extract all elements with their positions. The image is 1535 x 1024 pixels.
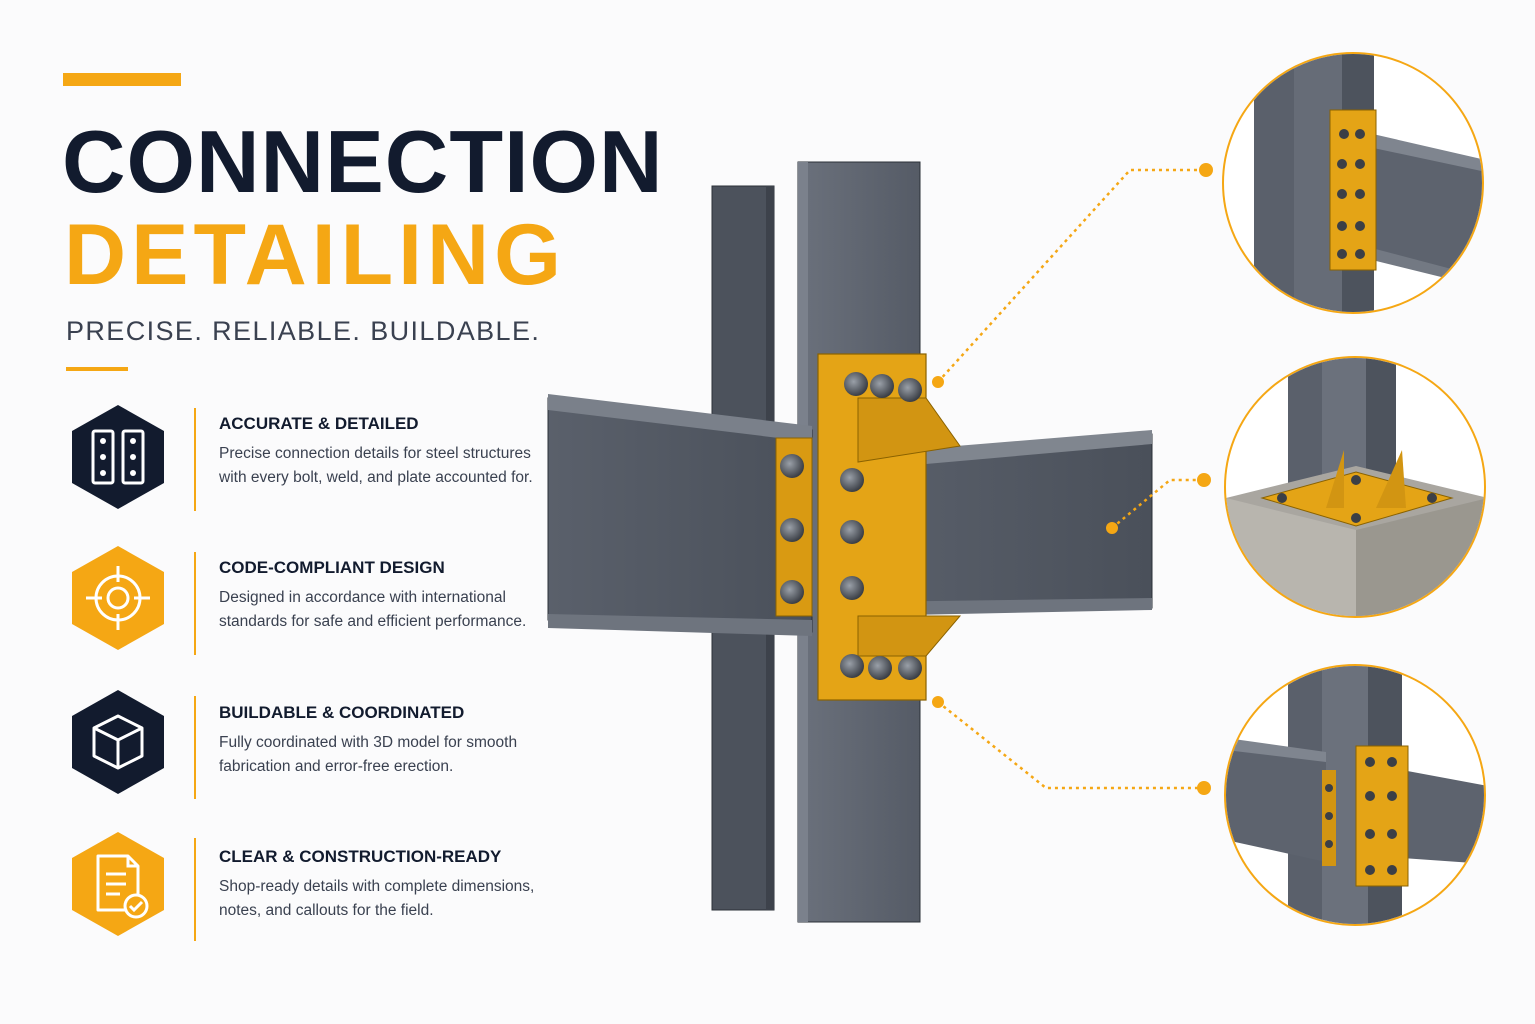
- detail-moment-connection: [1224, 664, 1486, 926]
- title-accent-bar: [63, 73, 181, 86]
- feature-description: Designed in accordance with internationa…: [219, 589, 527, 630]
- page-title-line-1: CONNECTION: [62, 112, 664, 211]
- bolted-plates-icon: [72, 405, 164, 509]
- detail-base-plate: [1224, 356, 1486, 618]
- feature-accurate-detailed: ACCURATE & DETAILED Precise connection d…: [0, 400, 560, 520]
- feature-description: Fully coordinated with 3D model for smoo…: [219, 734, 518, 775]
- feature-divider: [194, 408, 196, 511]
- feature-divider: [194, 696, 196, 799]
- tagline-accent-bar: [66, 367, 128, 371]
- feature-divider: [194, 552, 196, 655]
- feature-title: BUILDABLE & COORDINATED: [219, 703, 465, 722]
- checklist-document-icon: [72, 832, 164, 936]
- feature-divider: [194, 838, 196, 941]
- steel-connection-illustration: [547, 161, 1153, 923]
- crosshair-target-icon: [72, 546, 164, 650]
- page-title-line-2: DETAILING: [64, 207, 567, 303]
- feature-construction-ready: CLEAR & CONSTRUCTION-READY Shop-ready de…: [0, 830, 560, 950]
- 3d-cube-icon: [72, 690, 164, 794]
- bolt-group: [780, 372, 922, 680]
- feature-code-compliant: CODE-COMPLIANT DESIGN Designed in accord…: [0, 544, 560, 664]
- feature-title: CODE-COMPLIANT DESIGN: [219, 558, 445, 577]
- feature-title: ACCURATE & DETAILED: [219, 414, 419, 433]
- feature-description: Precise connection details for steel str…: [219, 445, 533, 486]
- tagline: PRECISE. RELIABLE. BUILDABLE.: [66, 316, 541, 346]
- feature-description: Shop-ready details with complete dimensi…: [219, 878, 535, 919]
- feature-title: CLEAR & CONSTRUCTION-READY: [219, 847, 502, 866]
- feature-buildable-coordinated: BUILDABLE & COORDINATED Fully coordinate…: [0, 688, 560, 808]
- detail-shear-connection: [1222, 52, 1484, 314]
